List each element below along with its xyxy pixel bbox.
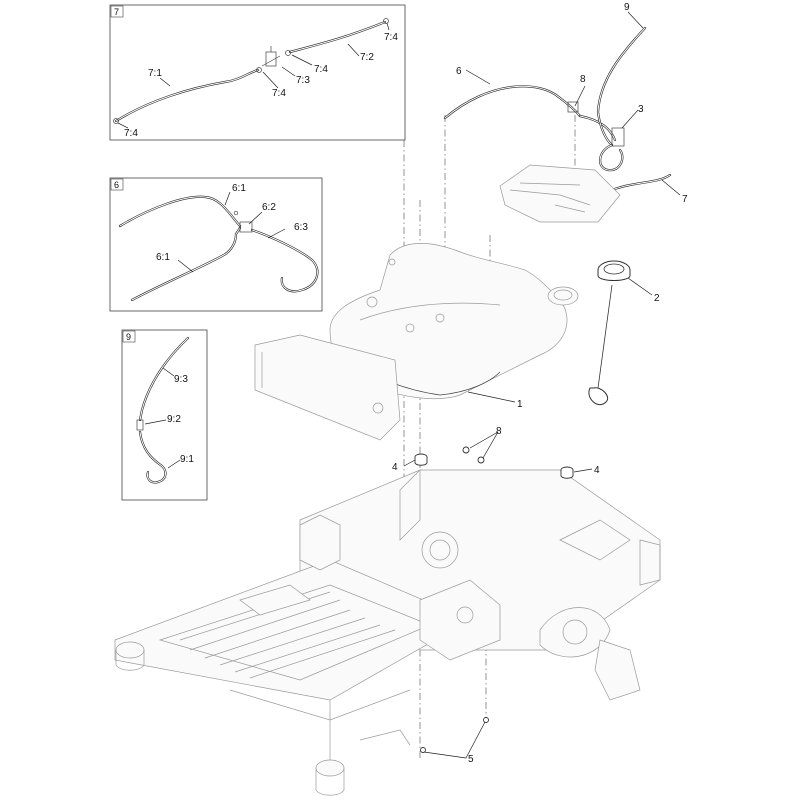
callout-1: 1 [517, 399, 523, 410]
tank-bracket [499, 164, 621, 223]
callout-3: 3 [638, 104, 644, 115]
label-7-3: 7:3 [296, 75, 310, 86]
detail-box-7-tag: 7 [114, 7, 119, 17]
label-7-1: 7:1 [148, 68, 162, 79]
label-7-2: 7:2 [360, 52, 374, 63]
cap-tether [597, 284, 613, 389]
clamp-icon [256, 67, 262, 73]
detail-box-9-tag: 9 [126, 332, 131, 342]
tee-connector-7-3 [261, 46, 281, 67]
label-9-2: 9:2 [167, 414, 181, 425]
label-6-3: 6:3 [294, 222, 308, 233]
tether-ring [588, 387, 608, 406]
grommet-icon [414, 453, 428, 466]
side-shroud [254, 334, 401, 441]
detail-box-6: 6 6:1 6:1 6:2 6:3 [109, 177, 323, 312]
nut-icon [483, 717, 489, 723]
callout-6: 6 [456, 66, 462, 77]
fuel-cap-icon [597, 260, 631, 281]
label-7-4: 7:4 [384, 32, 398, 43]
clamp-3 [611, 127, 625, 147]
vent-connector [567, 101, 579, 113]
nut-icon [477, 456, 485, 464]
hose-9-1 [138, 430, 167, 484]
callout-9: 9 [624, 2, 630, 13]
detail-box-9: 9 9:3 9:2 9:1 [121, 329, 208, 501]
footplate [114, 559, 471, 701]
connector-9-2 [136, 419, 144, 431]
label-9-1: 9:1 [180, 454, 194, 465]
callout-8: 8 [496, 426, 502, 437]
label-7-4: 7:4 [124, 128, 138, 139]
callout-4: 4 [594, 465, 600, 476]
detail-box-7: 7 7:1 7:2 7:3 7:4 7:4 7:4 7:4 [109, 4, 406, 141]
label-6-1: 6:1 [232, 183, 246, 194]
clamp-icon [285, 50, 291, 56]
chassis-frame [114, 469, 661, 796]
callout-2: 2 [654, 293, 660, 304]
label-6-2: 6:2 [262, 202, 276, 213]
grommet-icon [560, 466, 574, 479]
tee-connector-6-2 [239, 221, 253, 233]
label-7-4: 7:4 [272, 88, 286, 99]
callout-5: 5 [468, 754, 474, 765]
callout-8: 8 [580, 74, 586, 85]
hardware [414, 446, 574, 753]
label-7-4: 7:4 [314, 64, 328, 75]
nut-icon [462, 446, 470, 454]
label-6-1: 6:1 [156, 252, 170, 263]
clamp-icon [383, 18, 389, 24]
hose-6-1-upper [118, 195, 242, 228]
callouts: 9 8 3 6 7 2 1 8 4 4 5 [392, 2, 688, 765]
hose-6 [443, 85, 582, 120]
callout-4: 4 [392, 462, 398, 473]
hose-7-1 [114, 68, 260, 123]
label-9-3: 9:3 [174, 374, 188, 385]
clamp-icon [233, 210, 239, 216]
clamp-icon [113, 118, 119, 124]
filler-neck [547, 286, 579, 306]
callout-7: 7 [682, 194, 688, 205]
detail-box-6-tag: 6 [114, 180, 119, 190]
hose-6-3 [250, 228, 319, 293]
hose-7-2 [288, 20, 387, 54]
nut-icon [420, 747, 426, 753]
hose-6-1-lower [130, 226, 242, 302]
upper-assembly [254, 26, 672, 760]
